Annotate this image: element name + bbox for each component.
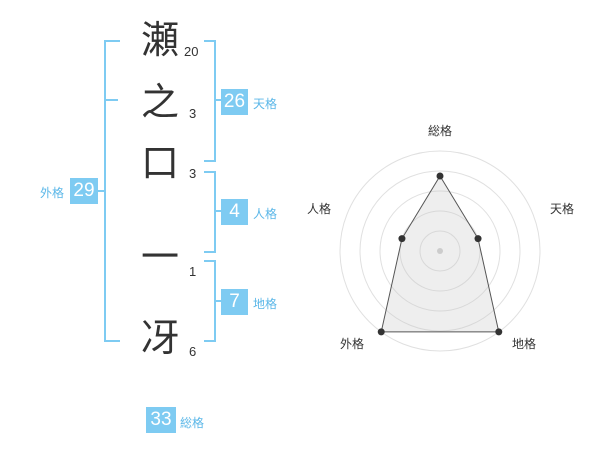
chikaku-bracket-connector — [216, 300, 221, 302]
stroke-count-4: 1 — [189, 264, 197, 279]
radar-ring-3 — [379, 190, 501, 312]
stroke-count-3: 3 — [189, 166, 197, 181]
jinkaku-bracket-connector — [216, 210, 221, 212]
radar-point-5 — [398, 235, 406, 243]
radar-ring-2 — [399, 210, 481, 292]
tenkaku-badge: 26 — [221, 89, 248, 115]
radar-point-4 — [377, 328, 385, 336]
radar-point-2 — [474, 235, 482, 243]
gaikaku-bracket — [104, 40, 120, 342]
chikaku-label: 地格 — [253, 297, 278, 311]
chikaku-badge: 7 — [221, 289, 248, 315]
radar-axis-label-tenkaku: 天格 — [550, 202, 575, 216]
name-char-1: 瀬 — [140, 18, 179, 62]
jinkaku-label: 人格 — [253, 207, 278, 221]
gaikaku-label: 外格 — [40, 186, 65, 200]
radar-point-3 — [495, 328, 503, 336]
chikaku-bracket — [204, 260, 216, 342]
tenkaku-label: 天格 — [253, 97, 278, 111]
jinkaku-badge: 4 — [221, 199, 248, 225]
jinkaku-bracket — [204, 171, 216, 253]
stroke-count-1: 20 — [184, 44, 199, 59]
radar-ring-1 — [419, 230, 461, 272]
gaikaku-badge: 29 — [70, 178, 98, 204]
radar-axis-label-gaikaku: 外格 — [340, 337, 365, 351]
tenkaku-bracket — [204, 40, 216, 162]
gaikaku-bracket-tick — [104, 99, 118, 101]
stroke-count-5: 6 — [189, 344, 197, 359]
radar-axis-label-soukaku: 総格 — [428, 124, 453, 138]
radar-axis-label-jinkaku: 人格 — [307, 202, 332, 216]
stroke-count-2: 3 — [189, 106, 197, 121]
radar-center-dot — [437, 248, 443, 254]
name-char-4: 一 — [140, 235, 179, 279]
name-char-2: 之 — [140, 80, 179, 124]
radar-axis-label-chikaku: 地格 — [512, 337, 537, 351]
name-char-5: 冴 — [140, 316, 179, 360]
soukaku-label: 総格 — [180, 416, 205, 430]
radar-rings — [339, 150, 541, 352]
soukaku-badge: 33 — [146, 407, 176, 433]
gaikaku-bracket-connector — [96, 190, 104, 192]
radar-point-1 — [436, 172, 444, 180]
name-char-3: 口 — [140, 141, 179, 185]
radar-points — [377, 172, 503, 336]
radar-ring-4 — [359, 170, 521, 332]
tenkaku-bracket-connector — [216, 99, 221, 101]
radar-ring-5 — [339, 150, 541, 352]
